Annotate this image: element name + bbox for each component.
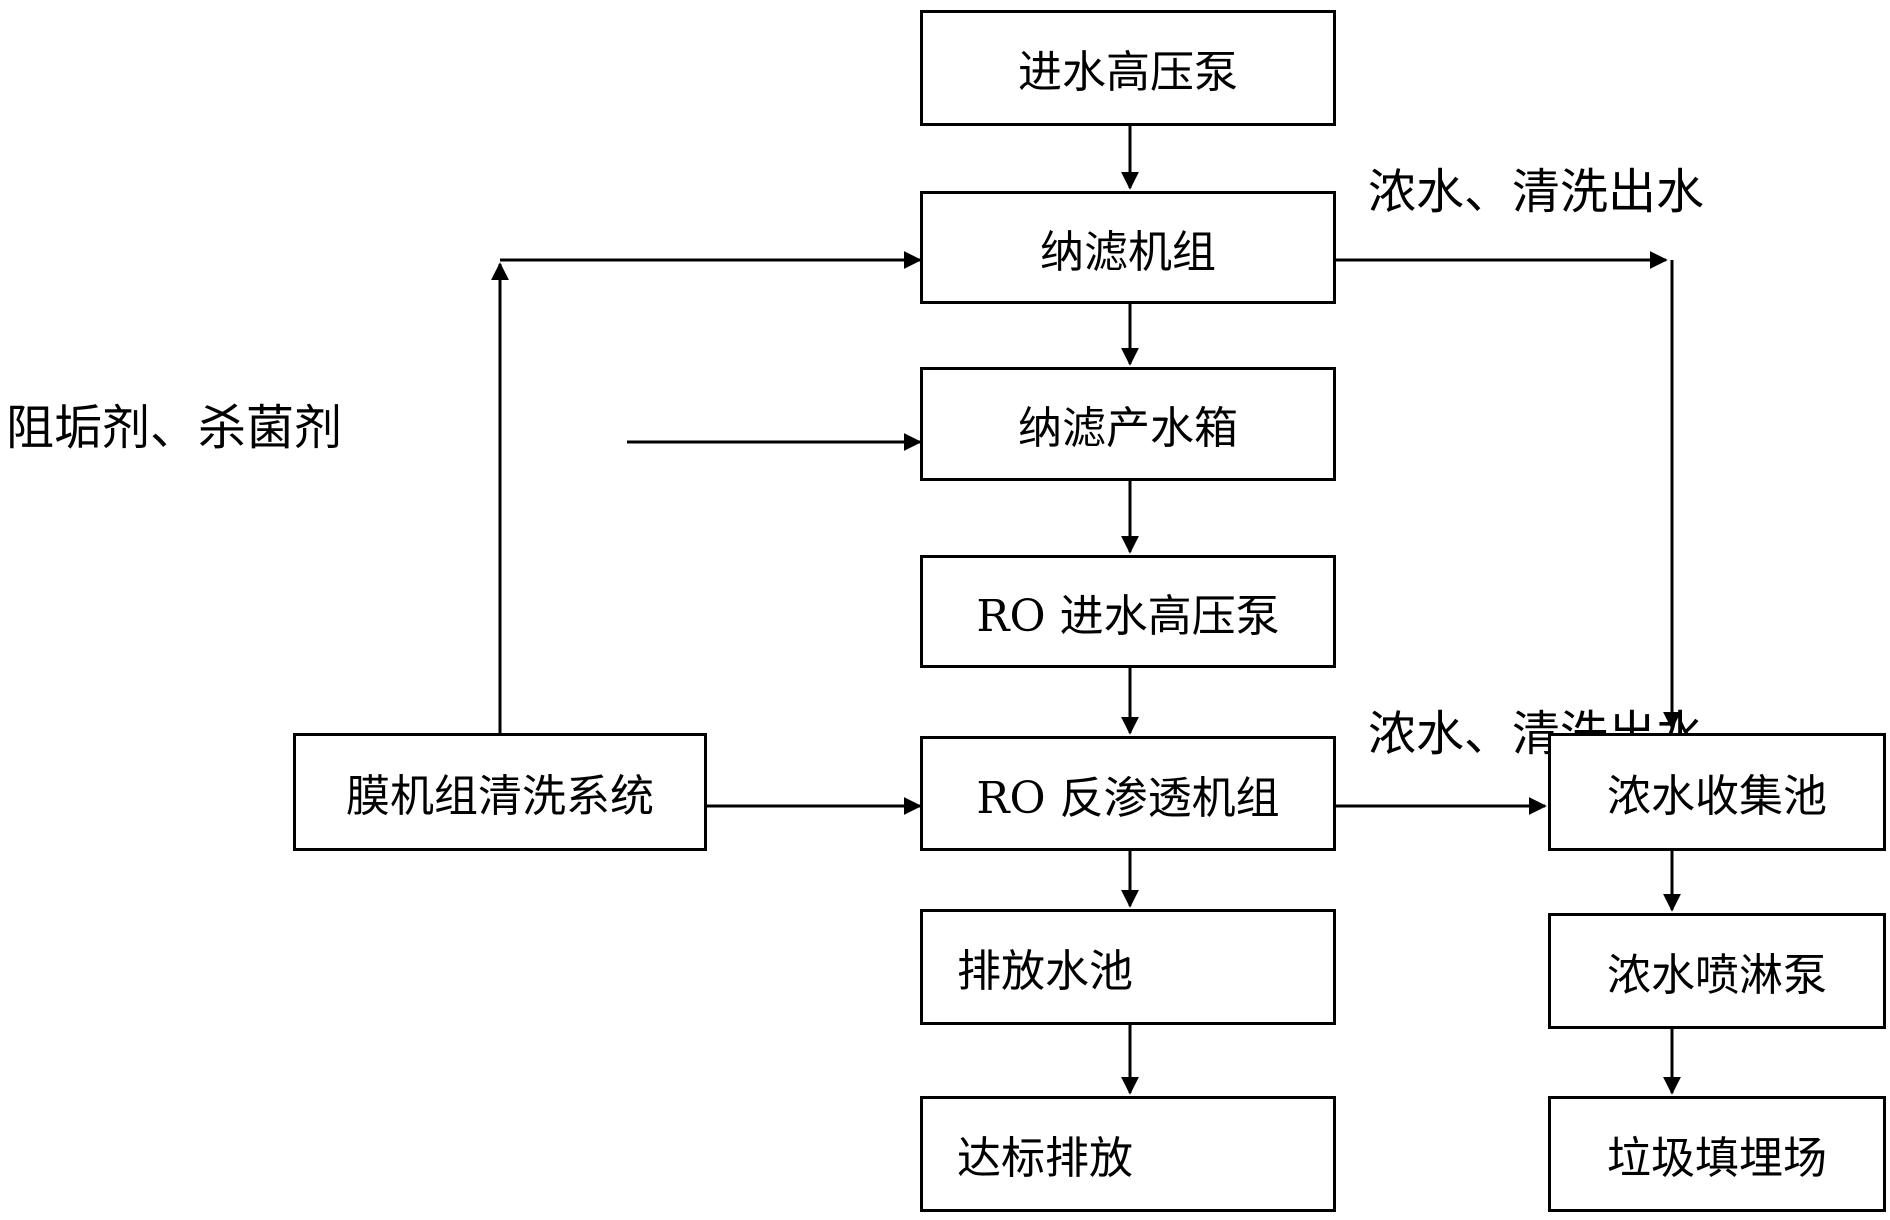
landfill-box: 垃圾填埋场	[1548, 1096, 1886, 1212]
nf-product-tank-box: 纳滤产水箱	[920, 367, 1336, 481]
chemicals-label: 阻垢剂、杀菌剂	[6, 400, 343, 456]
nf-unit-box: 纳滤机组	[920, 191, 1336, 304]
discharge-pool-box: 排放水池	[920, 909, 1336, 1025]
inlet-pump-box: 进水高压泵	[920, 10, 1336, 126]
concentrate-spray-pump-box: 浓水喷淋泵	[1548, 913, 1886, 1029]
ro-unit-box: RO 反渗透机组	[920, 736, 1336, 851]
concentrate-collection-pool-box: 浓水收集池	[1548, 733, 1886, 851]
membrane-cleaning-system-box: 膜机组清洗系统	[293, 733, 707, 851]
ro-inlet-pump-box: RO 进水高压泵	[920, 555, 1336, 668]
standard-discharge-box: 达标排放	[920, 1096, 1336, 1212]
nf-outflow-label: 浓水、清洗出水	[1368, 164, 1705, 220]
